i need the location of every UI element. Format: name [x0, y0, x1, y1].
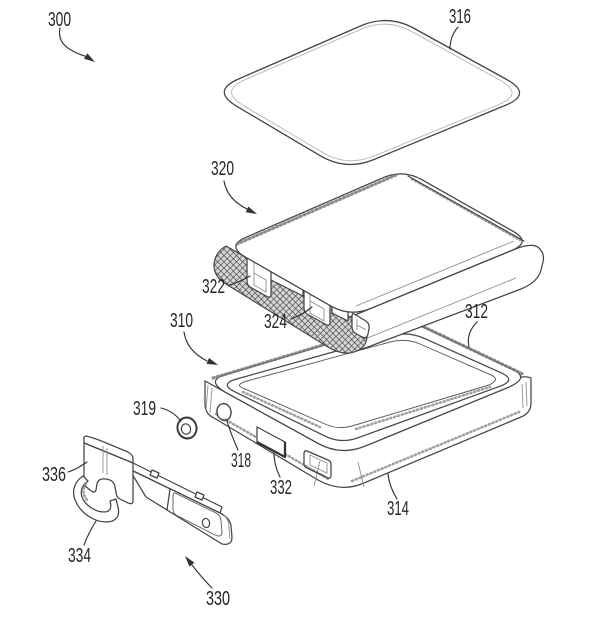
reference-numerals: 300 316 320 322 324 310 312 319 318 332 …	[42, 6, 488, 610]
module-edge-stipple	[235, 173, 398, 246]
side-button	[256, 426, 287, 459]
bar-hole	[201, 517, 211, 529]
leaders	[58, 26, 478, 589]
clip-bracket	[73, 435, 134, 523]
arrowhead-310	[206, 357, 218, 365]
grommet-ring	[176, 416, 198, 440]
side-recess	[303, 450, 332, 479]
tray-floor	[239, 339, 496, 429]
label-318: 318	[231, 450, 251, 472]
arrowhead-330	[185, 556, 195, 567]
label-324: 324	[264, 311, 287, 333]
label-310: 310	[170, 310, 193, 332]
arrowhead-320	[245, 206, 257, 214]
label-322: 322	[202, 276, 225, 298]
bar-notch-1	[149, 469, 160, 479]
display-module	[213, 173, 545, 354]
label-312: 312	[465, 301, 488, 323]
label-300: 300	[48, 9, 71, 31]
band-bar	[128, 461, 233, 545]
band-end-notch	[351, 312, 370, 339]
label-336: 336	[42, 464, 66, 486]
bar-panel	[172, 492, 223, 537]
rim-stipple-right	[418, 323, 525, 376]
bar-notch-2	[194, 491, 205, 501]
label-332: 332	[270, 477, 292, 499]
label-314: 314	[387, 498, 409, 520]
label-319: 319	[133, 398, 156, 420]
label-316: 316	[449, 6, 471, 28]
cover-glass	[223, 19, 521, 166]
inner-rim	[226, 333, 510, 442]
arrowhead-300	[84, 53, 95, 62]
label-330: 330	[206, 588, 230, 610]
label-320: 320	[211, 158, 234, 180]
side-hole	[216, 402, 232, 422]
hook	[73, 475, 120, 523]
housing-tray	[204, 321, 532, 488]
label-334: 334	[68, 545, 91, 567]
